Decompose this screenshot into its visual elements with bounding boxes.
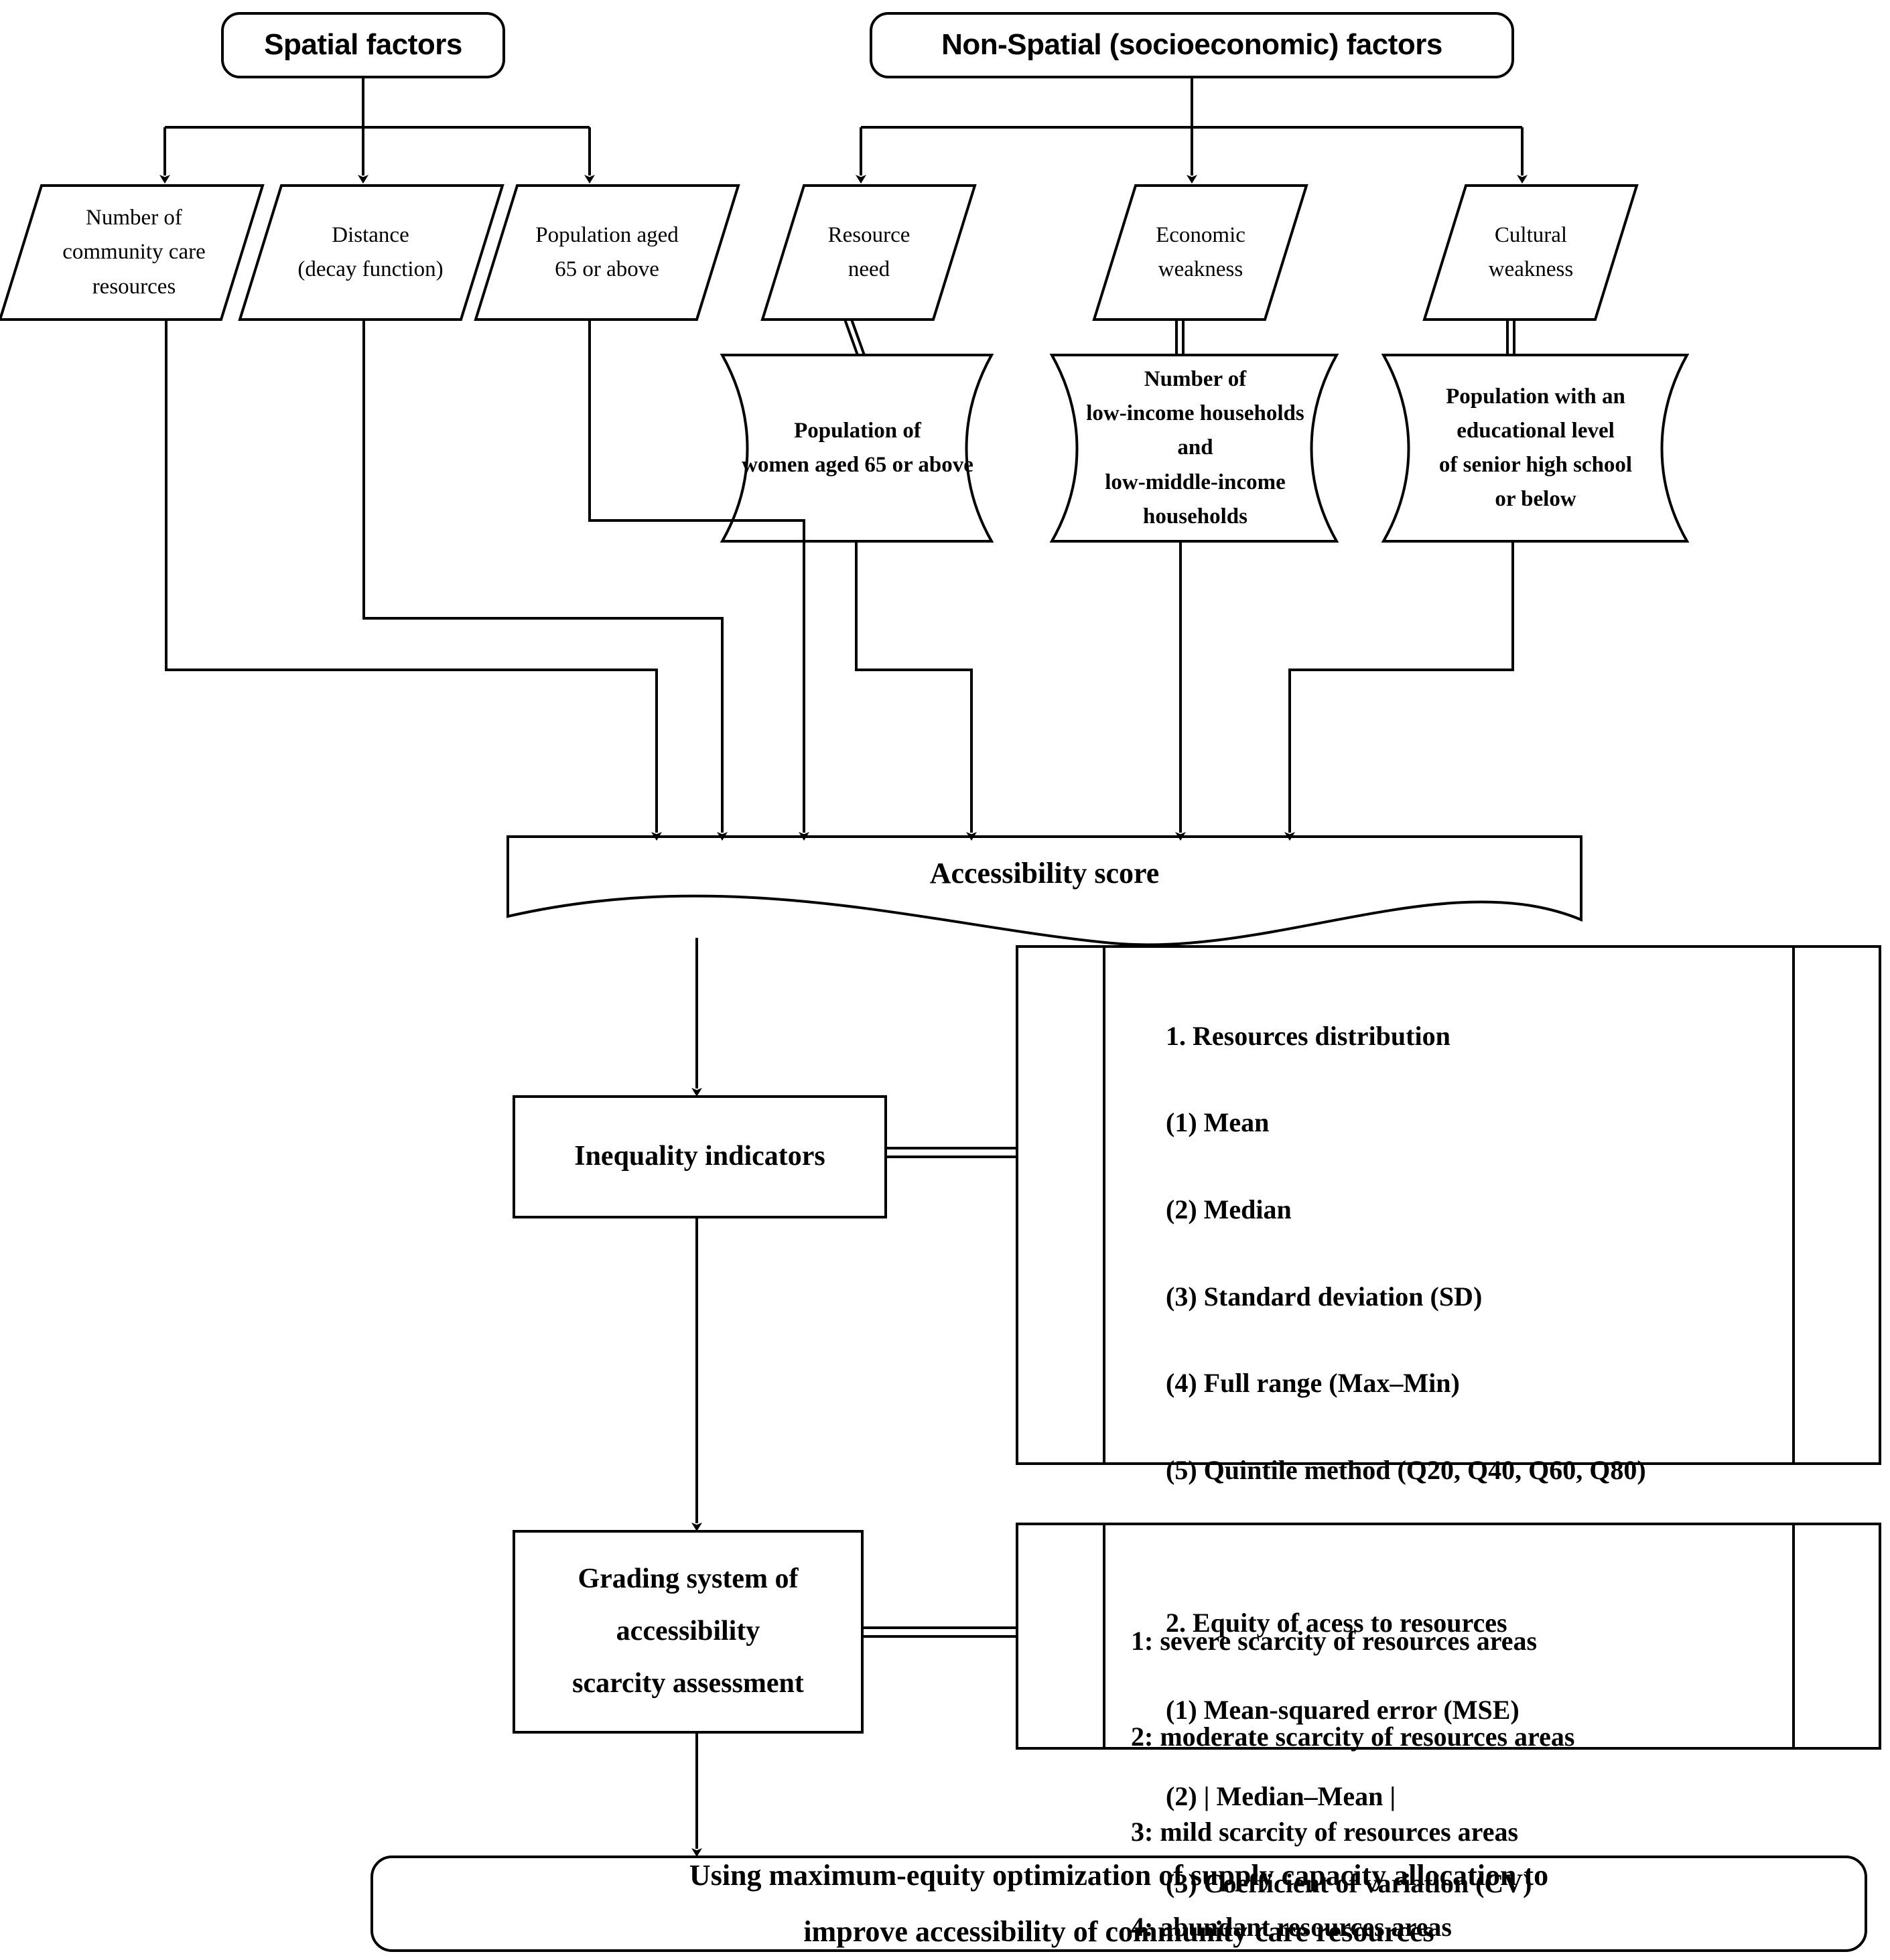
grading-panel-item-2: 2: moderate scarcity of resources areas [1131, 1721, 1575, 1752]
indicator-group1-item-1: (1) Mean [1166, 1107, 1270, 1138]
accessibility-score-label: Accessibility score [929, 856, 1160, 890]
parallelogram-label-resource-need: Resource need [827, 222, 910, 281]
indicator-group2-item-3: (3) Coefficient of variation (CV) [1166, 1868, 1532, 1898]
indicator-group2-item-2: (2) | Median–Mean | [1166, 1781, 1396, 1812]
indicator-group1-item-2: (2) Median [1166, 1194, 1292, 1224]
indicator-group2-heading: 2. Equity of acess to resources [1166, 1608, 1507, 1638]
indicator-group1-item-4: (4) Full range (Max–Min) [1166, 1368, 1460, 1399]
grading-panel-item-3: 3: mild scarcity of resources areas [1131, 1816, 1519, 1847]
final-statement-label: Using maximum-equity optimization of sup… [689, 1859, 1549, 1948]
indicator-group1-item-5: (5) Quintile method (Q20, Q40, Q60, Q80) [1166, 1454, 1646, 1485]
indicator-group1-item-3: (3) Standard deviation (SD) [1166, 1281, 1483, 1312]
parallelogram-label-economic-weakness: Economic weakness [1156, 222, 1245, 281]
document-label-education: Population with an educational level of … [1438, 384, 1633, 512]
parallelogram-label-cultural-weakness: Cultural weakness [1488, 222, 1574, 281]
parallelogram-label-distance: Distance (decay function) [297, 222, 444, 281]
grading-panel-content: 1: severe scarcity of resources areas 2:… [1131, 1569, 1801, 1960]
spatial-factors-label: Spatial factors [264, 28, 462, 62]
grading-panel-item-1: 1: severe scarcity of resources areas [1131, 1626, 1538, 1657]
grading-system-label: Grading system of accessibility scarcity… [572, 1563, 804, 1699]
indicator-group2-item-4: (4) Gini coefficient [1166, 1949, 1769, 1960]
indicator-panel-content: 1. Resources distribution (1) Mean (2) M… [1166, 971, 1769, 1960]
document-label-women-65: Population of women aged 65 or above [742, 418, 973, 477]
inequality-indicators-label: Inequality indicators [574, 1141, 825, 1172]
indicator-group2-item-1: (1) Mean-squared error (MSE) [1166, 1694, 1520, 1725]
document-label-low-income: Number of low-income households and low-… [1086, 367, 1304, 529]
non-spatial-factors-label: Non-Spatial (socioeconomic) factors [941, 28, 1442, 62]
parallelogram-label-population-65: Population aged 65 or above [535, 222, 679, 281]
parallelogram-label-number-resources: Number of community care resources [62, 206, 206, 299]
indicator-panel-spacer [1166, 1535, 1769, 1558]
grading-panel-item-4: 4: abundant resources areas [1131, 1912, 1452, 1943]
indicator-group1-heading: 1. Resources distribution [1166, 1020, 1450, 1051]
